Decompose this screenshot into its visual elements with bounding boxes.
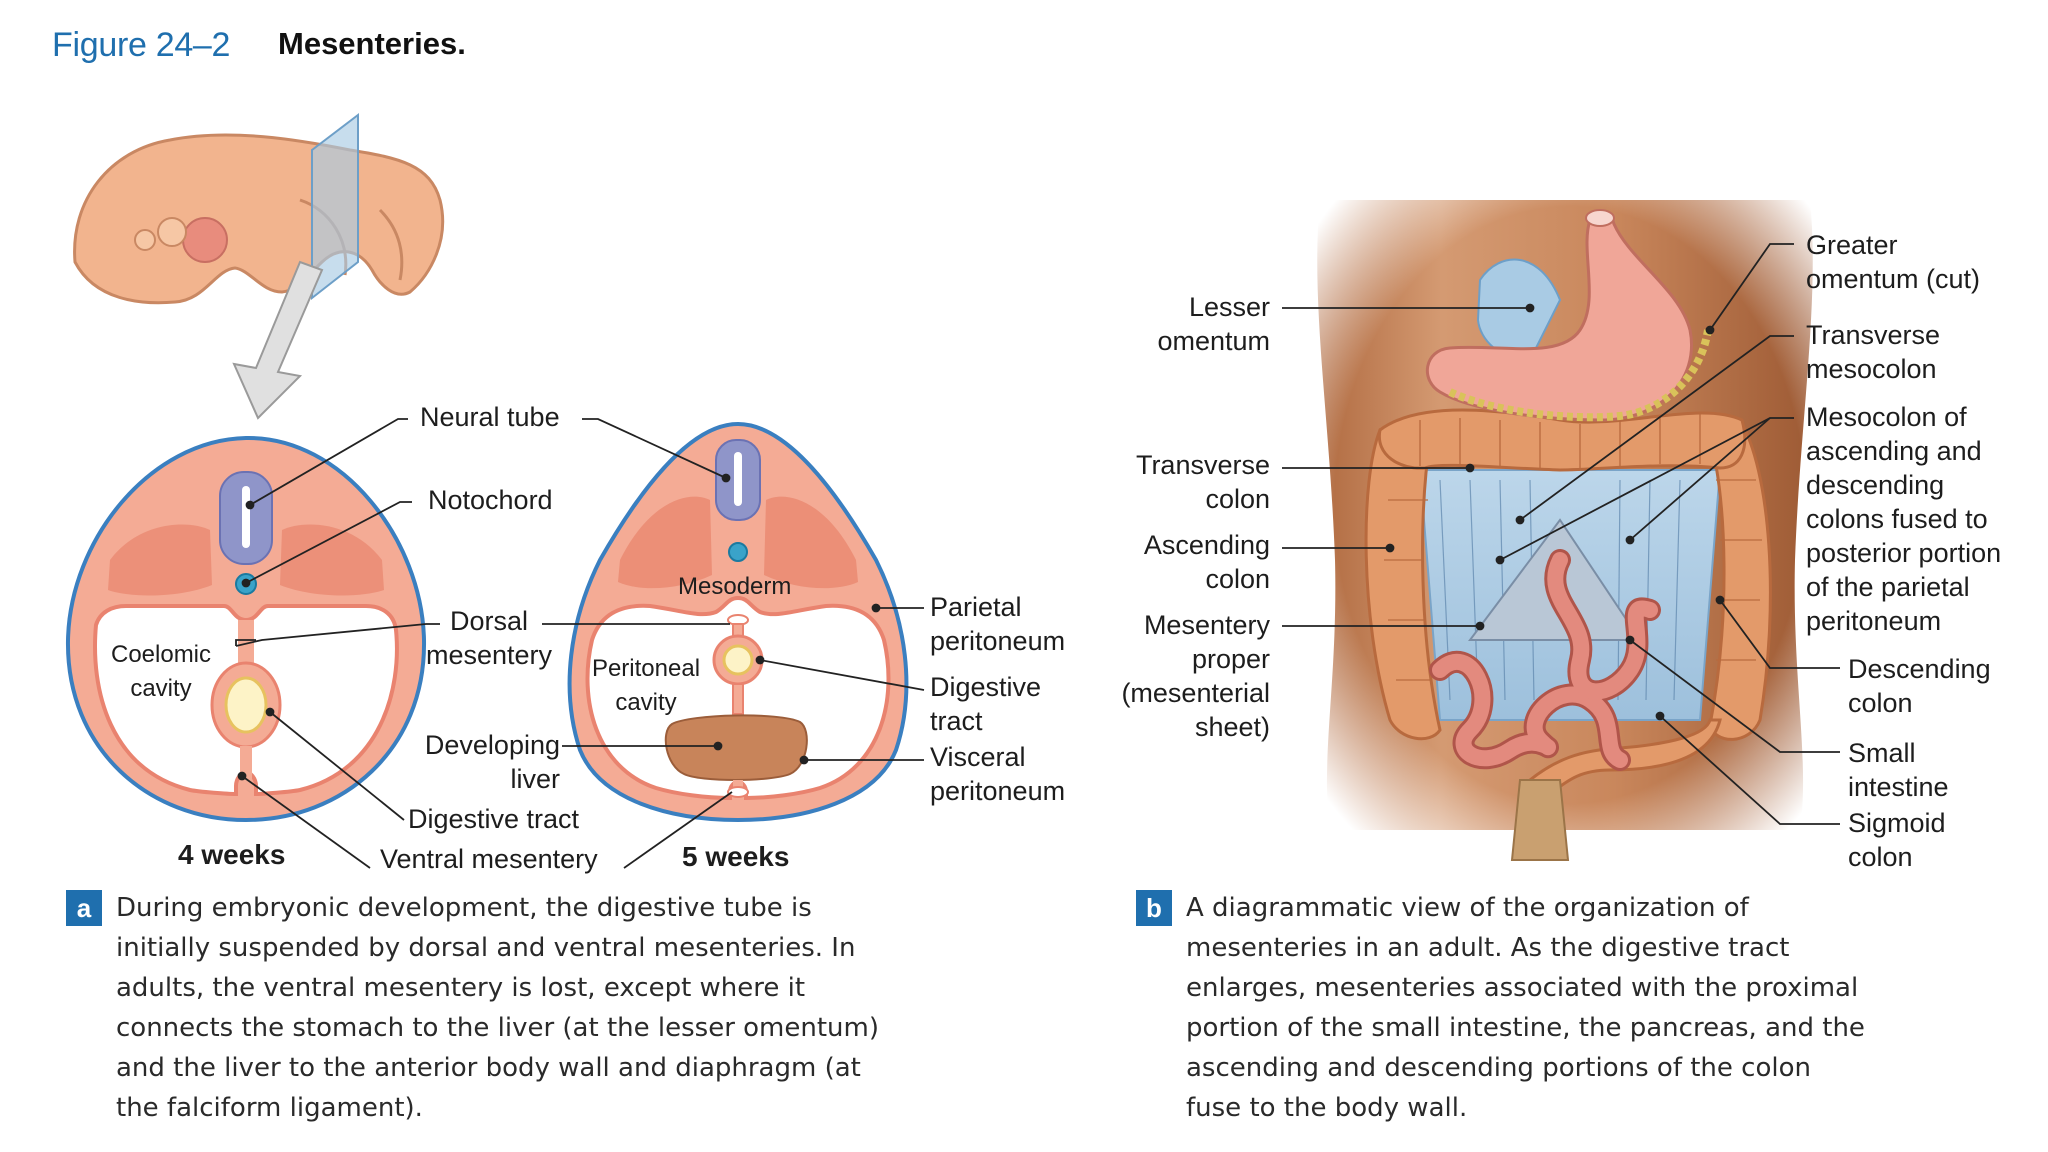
section-plane: [311, 112, 359, 301]
label-greater-omentum: Greater omentum (cut): [1806, 230, 1981, 294]
label-transverse-colon: Transverse colon: [1135, 450, 1270, 514]
label-peritoneal-cavity: Peritoneal cavity: [591, 655, 701, 716]
greater-omentum-cut: [1448, 329, 1712, 422]
adult-abdomen: [1290, 150, 1850, 861]
caption-b: A diagrammatic view of the organization …: [1186, 893, 1865, 1123]
label-small-intestine: Small intestine: [1848, 738, 1949, 802]
label-4-weeks: 4 weeks: [178, 839, 286, 870]
label-lesser-omentum: Lesser omentum: [1157, 292, 1270, 356]
caption-a: During embryonic development, the digest…: [116, 893, 880, 1123]
label-ascending-colon: Ascending colon: [1143, 530, 1270, 594]
label-5-weeks: 5 weeks: [682, 841, 790, 872]
figure-number: Figure 24–2: [52, 26, 231, 64]
label-visceral-peritoneum: Visceral peritoneum: [930, 742, 1066, 806]
developing-liver: [664, 714, 808, 781]
label-digestive-tract: Digestive tract: [408, 804, 580, 834]
badge-a: a: [66, 890, 102, 926]
label-notochord: Notochord: [428, 485, 553, 515]
embryo-illustration: [73, 112, 445, 420]
label-descending-colon: Descending colon: [1848, 654, 1991, 718]
section-arrow: [232, 260, 324, 420]
panel-b-leaders: [1282, 243, 1840, 825]
notochord-5wk: [728, 542, 748, 562]
section-5-weeks: [567, 421, 909, 823]
label-mesoderm: Mesoderm: [678, 573, 792, 600]
label-transverse-mesocolon: Transverse mesocolon: [1806, 320, 1941, 384]
label-digestive-tract-right: Digestive tract: [930, 672, 1042, 736]
rectum: [1510, 779, 1570, 861]
label-coelomic-cavity: Coelomic cavity: [110, 641, 212, 702]
embryo-heart: [182, 217, 228, 263]
figure-title: Mesenteries.: [278, 26, 466, 61]
label-mesentery-proper: Mesentery proper (mesenterial sheet): [1121, 610, 1270, 742]
section-4-weeks: [65, 435, 427, 823]
panel-a-leaders: [235, 418, 925, 869]
lesser-omentum: [1476, 258, 1562, 362]
label-mesocolon: Mesocolon of ascending and descending co…: [1806, 402, 2002, 636]
label-parietal-peritoneum: Parietal peritoneum: [930, 592, 1066, 656]
label-ventral-mesentery: Ventral mesentery: [380, 844, 598, 874]
label-dorsal-mesentery: Dorsal mesentery: [425, 606, 553, 670]
label-developing-liver: Developing liver: [424, 730, 560, 794]
ascending-colon: [1364, 428, 1442, 741]
label-sigmoid-colon: Sigmoid colon: [1848, 808, 1946, 872]
badge-b: b: [1136, 890, 1172, 926]
label-neural-tube: Neural tube: [420, 402, 560, 432]
